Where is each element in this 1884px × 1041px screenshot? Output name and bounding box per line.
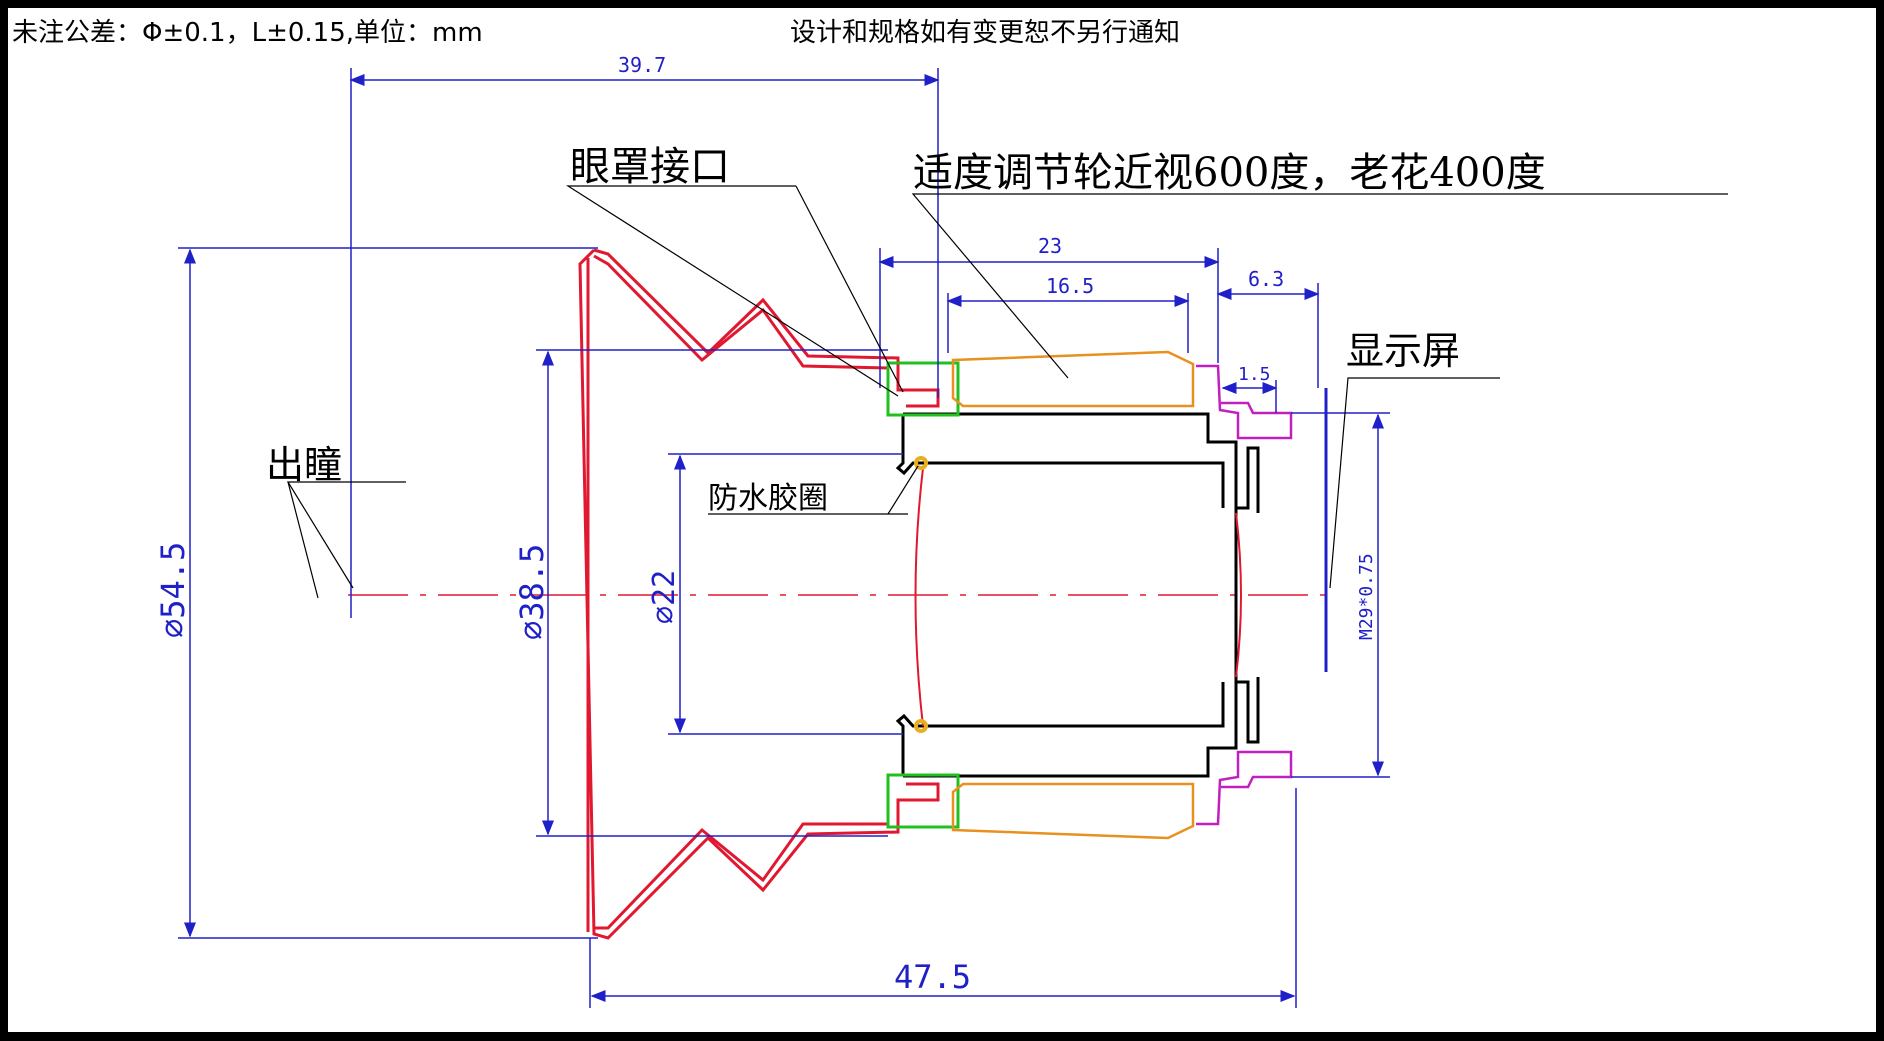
dim-dia-38-5: ⌀38.5 xyxy=(513,544,551,640)
leader-lines xyxy=(286,185,1728,599)
adjust-wheel xyxy=(951,350,1195,840)
dim-23: 23 xyxy=(1038,234,1062,258)
eyecup xyxy=(578,248,940,940)
dimension-texts: 39.7 23 16.5 6.3 1.5 ⌀54.5 ⌀38.5 ⌀22 M29… xyxy=(154,53,1377,996)
dimension-lines xyxy=(178,68,1390,1008)
label-eye-relief: 出瞳 xyxy=(266,443,342,487)
dim-thread: M29*0.75 xyxy=(1356,553,1377,640)
dim-dia-22: ⌀22 xyxy=(647,570,682,624)
dim-47-5: 47.5 xyxy=(894,958,971,996)
lens-tube xyxy=(895,412,1260,778)
dim-39-7: 39.7 xyxy=(618,53,666,77)
dim-16-5: 16.5 xyxy=(1046,274,1094,298)
tolerance-note: 未注公差：Φ±0.1，L±0.15,单位：mm xyxy=(12,18,483,48)
drawing-canvas: 未注公差：Φ±0.1，L±0.15,单位：mm 设计和规格如有变更恕不另行通知 xyxy=(8,8,1876,1032)
dim-1-5: 1.5 xyxy=(1238,364,1271,385)
label-display: 显示屏 xyxy=(1346,329,1460,373)
eyepiece-drawing: 出瞳 眼罩接口 适度调节轮近视600度，老花400度 防水胶圈 显示屏 39.7… xyxy=(154,53,1728,1008)
thread xyxy=(1196,364,1293,826)
dim-dia-54-5: ⌀54.5 xyxy=(154,542,192,638)
label-adjust-wheel: 适度调节轮近视600度，老花400度 xyxy=(913,150,1546,196)
dim-6-3: 6.3 xyxy=(1248,267,1284,291)
lenses xyxy=(914,467,1242,727)
change-notice: 设计和规格如有变更恕不另行通知 xyxy=(790,18,1181,48)
label-waterproof-ring: 防水胶圈 xyxy=(708,481,828,516)
label-eyecup-interface: 眼罩接口 xyxy=(570,144,730,190)
